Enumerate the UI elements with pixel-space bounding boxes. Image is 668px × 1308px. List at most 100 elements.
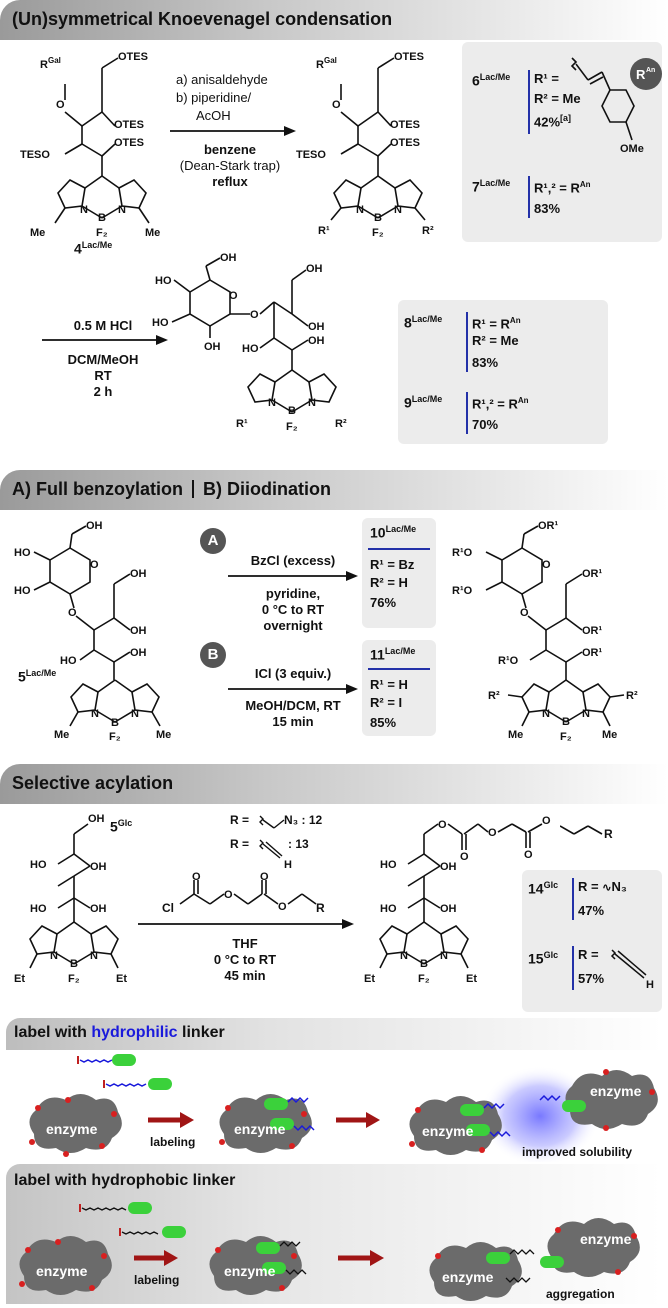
svg-text:enzyme: enzyme xyxy=(46,1121,98,1137)
svg-text:OH: OH xyxy=(220,252,237,264)
product-panel-10 xyxy=(362,518,436,628)
svg-text:Me: Me xyxy=(508,729,523,741)
svg-text:H: H xyxy=(646,979,654,991)
svg-text:Me: Me xyxy=(54,729,69,741)
compound-14-yield: 47% xyxy=(578,903,605,918)
svg-text:OH: OH xyxy=(90,861,107,873)
svg-text:OH: OH xyxy=(130,568,147,580)
label-hydrophobic-title: label with hydrophobic linker xyxy=(14,1172,236,1189)
r2-cond-a: 0.5 M HCl xyxy=(73,318,133,333)
section-title-acylation: Selective acylation xyxy=(12,773,174,793)
svg-text:OH: OH xyxy=(440,903,457,915)
svg-text:enzyme: enzyme xyxy=(224,1263,276,1279)
compound-5-structure: HO HO OH O O OH OH HO OH xyxy=(14,520,147,680)
svg-text:HO: HO xyxy=(14,547,31,559)
anisyl-styryl-structure: R An OMe xyxy=(570,57,662,155)
label-hydrophobic-panel xyxy=(6,1164,662,1304)
svg-text:: 13: : 13 xyxy=(288,837,309,851)
svg-text:N: N xyxy=(131,708,139,720)
r2-cond-c: RT xyxy=(94,368,112,383)
svg-text:F₂: F₂ xyxy=(286,421,298,433)
reaction-arrow-2 xyxy=(42,335,168,345)
svg-text:OTES: OTES xyxy=(114,137,144,149)
label-hydrophilic-header xyxy=(6,1018,662,1050)
svg-text:O: O xyxy=(278,901,287,913)
svg-text:R¹O: R¹O xyxy=(452,547,473,559)
compound-10-r1: R¹ = Bz xyxy=(370,557,415,572)
rA-cond-d: overnight xyxy=(263,618,323,633)
svg-text:B: B xyxy=(374,212,382,224)
svg-text:O: O xyxy=(68,607,77,619)
compound-7-yield: 83% xyxy=(534,201,561,216)
svg-text:OH: OH xyxy=(130,647,147,659)
section-header-acylation xyxy=(0,764,668,804)
compound-8-label: 8Lac/Me xyxy=(404,314,443,331)
product-panel-6-7 xyxy=(462,42,662,242)
svg-text:Cl: Cl xyxy=(162,901,174,915)
svg-text:O: O xyxy=(229,290,238,302)
svg-text:N: N xyxy=(91,708,99,720)
svg-text:N: N xyxy=(50,950,58,962)
rB-cond-a: ICl (3 equiv.) xyxy=(254,666,332,681)
ester-tail-r: R xyxy=(560,825,613,841)
compound-6-yield: 42%[a] xyxy=(534,113,572,130)
svg-text:Me: Me xyxy=(156,729,171,741)
svg-text:N: N xyxy=(582,708,590,720)
svg-text:OH: OH xyxy=(86,520,103,532)
svg-text:R²: R² xyxy=(422,225,434,237)
bar-14 xyxy=(572,878,574,920)
svg-text:HO: HO xyxy=(30,859,47,871)
compound-14-label: 14Glc xyxy=(528,880,559,897)
alkyne-icon: H xyxy=(610,949,654,991)
section-title-benzoylation: A) Full benzoylation B) Diiodination xyxy=(12,479,332,499)
rA-cond-b: pyridine, xyxy=(265,586,321,601)
r1-cond-a: a) anisaldehyde xyxy=(176,72,268,87)
r3-cond-c: 45 min xyxy=(224,968,266,983)
section-header-knoevenagel xyxy=(0,0,668,40)
svg-text:R²: R² xyxy=(626,690,638,702)
compound-4-structure: R Gal O OTES OTES OTES TESO N N B F₂ Me … xyxy=(20,51,160,239)
svg-text:OH: OH xyxy=(308,335,325,347)
svg-text:TESO: TESO xyxy=(20,149,50,161)
reaction-arrow-B xyxy=(228,684,358,694)
rB-cond-c: 15 min xyxy=(272,714,314,729)
r3-cond-a: THF xyxy=(232,936,258,951)
svg-text:R²: R² xyxy=(335,418,347,430)
svg-text:aggregation: aggregation xyxy=(546,1287,615,1301)
svg-text:F₂: F₂ xyxy=(418,973,430,985)
r1-cond-c3: reflux xyxy=(212,174,248,189)
svg-text:HO: HO xyxy=(155,275,172,287)
bar-9 xyxy=(466,392,468,434)
compound-10-label: 10Lac/Me xyxy=(370,524,417,541)
svg-text:F₂: F₂ xyxy=(96,227,108,239)
svg-text:N: N xyxy=(440,950,448,962)
bar-8 xyxy=(466,312,468,372)
acyl-chloride-reagent: Cl O O O O R xyxy=(162,872,325,915)
rgal-label: R xyxy=(40,59,48,71)
svg-text:O: O xyxy=(260,872,269,883)
svg-text:improved solubility: improved solubility xyxy=(522,1145,632,1159)
badge-a: A xyxy=(200,528,226,554)
label-hydrophilic-title: label with hydrophilic linker xyxy=(14,1024,225,1041)
svg-text:R¹O: R¹O xyxy=(452,585,473,597)
r-definitions-12-13: R = N₃ : 12 R = : 13 H xyxy=(230,813,323,870)
compound-6-r1: R¹ = xyxy=(534,71,559,86)
r1-cond-b2: AcOH xyxy=(196,108,231,123)
compound-5-label: 5Lac/Me xyxy=(18,668,57,685)
badge-b: B xyxy=(200,642,226,668)
svg-text:N: N xyxy=(90,950,98,962)
bar-15 xyxy=(572,946,574,990)
rB-cond-b: MeOH/DCM, RT xyxy=(245,698,341,713)
svg-text:B: B xyxy=(70,958,78,970)
compound-6-r2: R² = Me xyxy=(534,91,581,106)
svg-text:N: N xyxy=(268,397,276,409)
svg-text:O: O xyxy=(520,607,529,619)
svg-text:R²: R² xyxy=(488,690,500,702)
svg-text:O: O xyxy=(332,99,341,111)
svg-text:TESO: TESO xyxy=(296,149,326,161)
svg-text:F₂: F₂ xyxy=(372,227,384,239)
svg-text:Et: Et xyxy=(116,973,127,985)
svg-text:OR¹: OR¹ xyxy=(538,520,559,532)
compound-11-yield: 85% xyxy=(370,715,397,730)
svg-text:OH: OH xyxy=(440,861,457,873)
